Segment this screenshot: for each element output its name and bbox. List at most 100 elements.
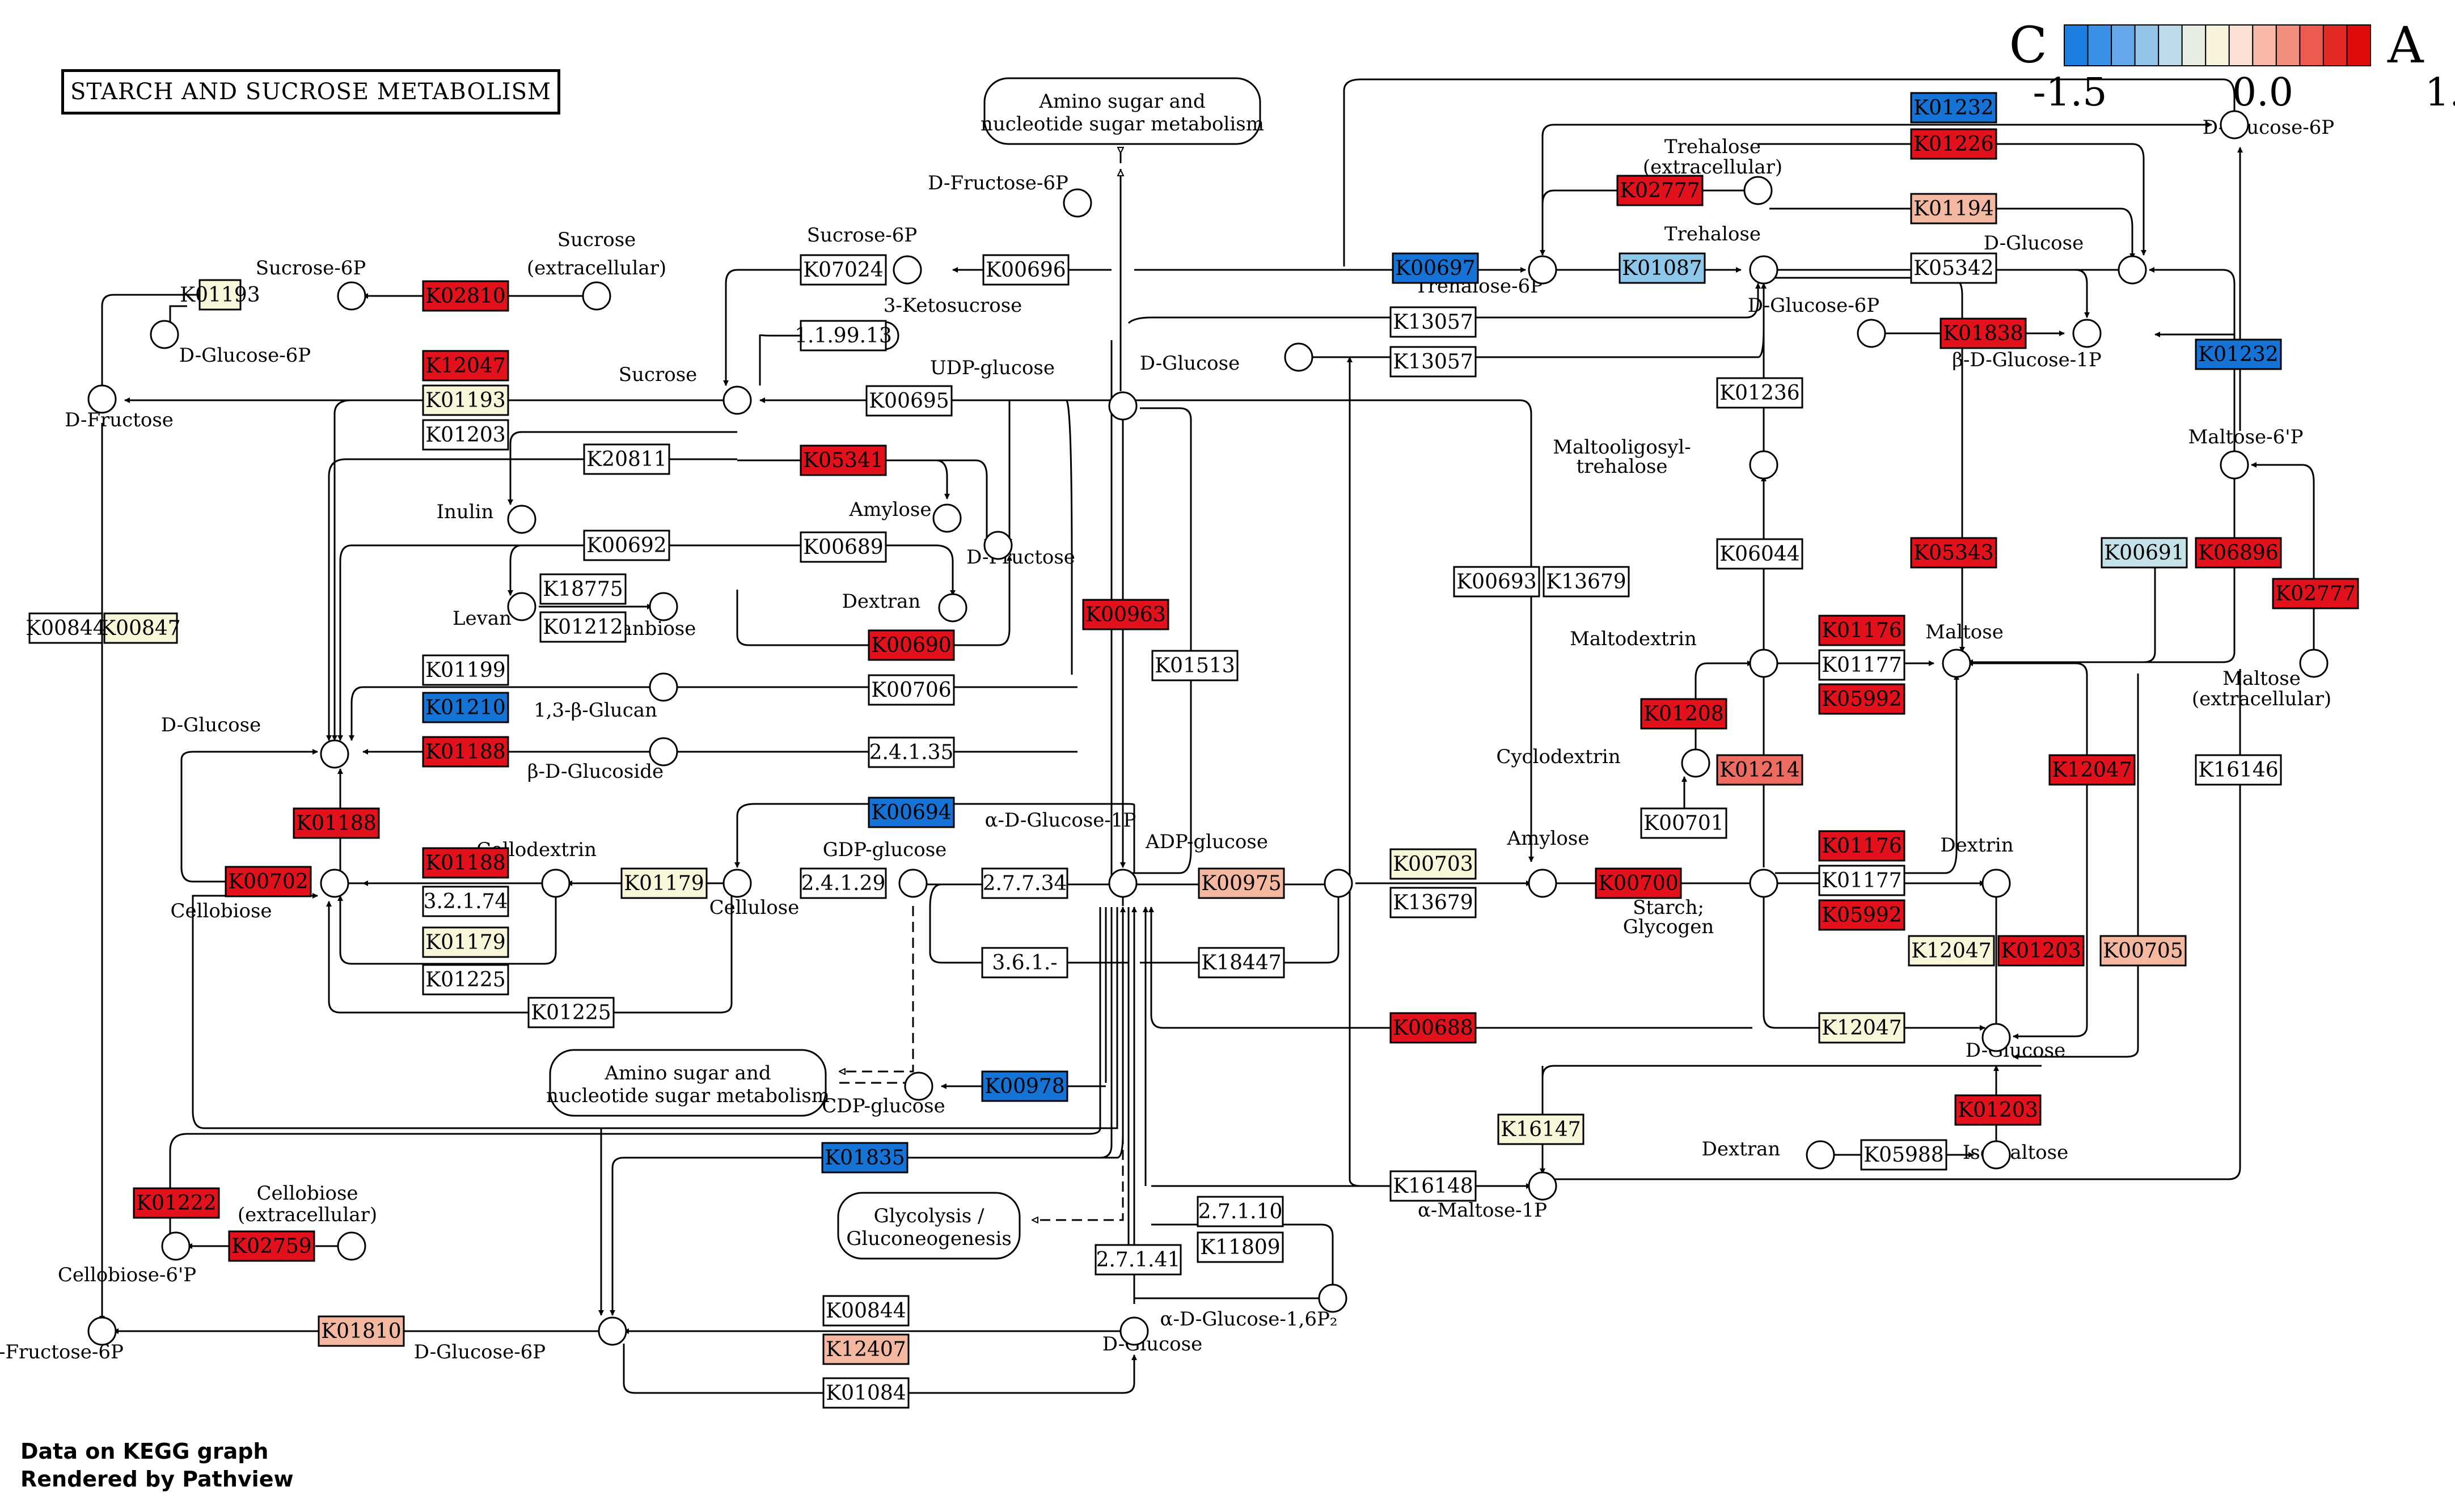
enzyme-box[interactable]: K00689 — [800, 531, 887, 563]
enzyme-box[interactable]: K00692 — [583, 530, 670, 561]
compound-node[interactable] — [649, 592, 678, 621]
enzyme-box[interactable]: K13057 — [1389, 346, 1477, 378]
enzyme-box[interactable]: K01179 — [422, 926, 509, 958]
enzyme-box[interactable]: K07024 — [800, 254, 887, 286]
enzyme-box[interactable]: K01176 — [1818, 830, 1905, 862]
compound-node[interactable] — [87, 384, 117, 414]
enzyme-box[interactable]: K18447 — [1198, 947, 1285, 979]
enzyme-box[interactable]: K01232 — [1910, 92, 1997, 124]
enzyme-box[interactable]: K05992 — [1818, 899, 1905, 931]
enzyme-box[interactable]: K01222 — [133, 1187, 220, 1219]
compound-node[interactable] — [320, 739, 349, 769]
enzyme-box[interactable]: K01214 — [1716, 754, 1803, 786]
enzyme-box[interactable]: K05342 — [1910, 252, 1997, 284]
enzyme-box[interactable]: K16147 — [1497, 1113, 1584, 1145]
compound-node[interactable] — [1528, 869, 1557, 898]
enzyme-box[interactable]: K00688 — [1389, 1012, 1477, 1044]
enzyme-box[interactable]: K00696 — [982, 254, 1070, 286]
enzyme-box[interactable]: K00694 — [868, 797, 955, 828]
compound-node[interactable] — [1681, 748, 1710, 778]
enzyme-box[interactable]: K01208 — [1640, 698, 1727, 730]
enzyme-box[interactable]: K00700 — [1595, 867, 1682, 899]
enzyme-box[interactable]: K05343 — [1910, 537, 1997, 569]
enzyme-box[interactable]: K00691 — [2101, 537, 2188, 569]
compound-node[interactable] — [150, 320, 179, 349]
enzyme-box[interactable]: K01199 — [422, 654, 509, 686]
compound-node[interactable] — [161, 1231, 191, 1261]
enzyme-box[interactable]: 2.7.1.41 — [1095, 1244, 1182, 1276]
compound-node[interactable] — [649, 672, 678, 702]
enzyme-box[interactable]: K13057 — [1389, 306, 1477, 338]
compound-node[interactable] — [1318, 1284, 1347, 1313]
compound-node[interactable] — [87, 1316, 117, 1346]
enzyme-box[interactable]: K00975 — [1198, 867, 1285, 899]
enzyme-box[interactable]: K01177 — [1818, 865, 1905, 896]
enzyme-box[interactable]: K00690 — [868, 629, 955, 661]
enzyme-box[interactable]: K01226 — [1910, 128, 1997, 160]
enzyme-box[interactable]: K12047 — [1818, 1012, 1905, 1044]
compound-node[interactable] — [898, 869, 928, 898]
enzyme-box[interactable]: K02777 — [2272, 578, 2359, 609]
compound-node[interactable] — [598, 1316, 627, 1346]
enzyme-box[interactable]: 3.6.1.- — [981, 947, 1068, 979]
enzyme-box[interactable]: 3.2.1.74 — [422, 886, 509, 917]
compound-node[interactable] — [337, 281, 366, 311]
compound-node[interactable] — [1749, 450, 1778, 480]
enzyme-box[interactable]: K01212 — [539, 611, 627, 643]
enzyme-box[interactable]: K18775 — [539, 573, 627, 605]
compound-node[interactable] — [507, 592, 536, 621]
enzyme-box[interactable]: K01838 — [1940, 317, 2027, 349]
enzyme-box[interactable]: K00693 — [1453, 566, 1540, 598]
enzyme-box[interactable]: K01232 — [2195, 338, 2282, 370]
compound-node[interactable] — [1749, 869, 1778, 898]
compound-node[interactable] — [1324, 869, 1353, 898]
enzyme-box[interactable]: K02777 — [1616, 175, 1704, 206]
enzyme-box[interactable]: K05992 — [1818, 683, 1905, 715]
compound-node[interactable] — [2299, 649, 2329, 678]
compound-node[interactable] — [320, 869, 349, 898]
compound-node[interactable] — [1806, 1140, 1835, 1170]
compound-node[interactable] — [1981, 1023, 2011, 1052]
enzyme-box[interactable]: K01513 — [1151, 650, 1239, 681]
compound-node[interactable] — [582, 281, 611, 311]
map-link[interactable]: Glycolysis /Gluconeogenesis — [837, 1192, 1021, 1260]
enzyme-box[interactable]: K13679 — [1389, 887, 1477, 918]
compound-node[interactable] — [1108, 869, 1138, 898]
compound-node[interactable] — [1528, 255, 1557, 285]
enzyme-box[interactable]: 2.4.1.29 — [800, 867, 887, 899]
enzyme-box[interactable]: K01179 — [620, 867, 708, 899]
enzyme-box[interactable]: 1.1.99.13 — [795, 320, 892, 351]
enzyme-box[interactable]: K06044 — [1716, 538, 1803, 570]
enzyme-box[interactable]: K01225 — [527, 997, 615, 1028]
compound-node[interactable] — [649, 737, 678, 766]
enzyme-box[interactable]: K00703 — [1389, 848, 1477, 880]
enzyme-box[interactable]: K01236 — [1716, 377, 1803, 409]
compound-node[interactable] — [1119, 1316, 1149, 1346]
compound-node[interactable] — [1743, 176, 1773, 205]
compound-node[interactable] — [893, 255, 922, 285]
enzyme-box[interactable]: K01835 — [821, 1142, 909, 1174]
compound-node[interactable] — [983, 531, 1013, 560]
enzyme-box[interactable]: K06896 — [2195, 537, 2282, 569]
enzyme-box[interactable]: K00705 — [2099, 935, 2187, 967]
compound-node[interactable] — [2220, 450, 2249, 480]
compound-node[interactable] — [1942, 649, 1971, 678]
compound-node[interactable] — [722, 869, 752, 898]
enzyme-box[interactable]: K01084 — [822, 1377, 910, 1409]
enzyme-box[interactable]: 2.4.1.35 — [868, 736, 955, 768]
enzyme-box[interactable]: K01176 — [1818, 615, 1905, 646]
compound-node[interactable] — [1063, 188, 1092, 218]
enzyme-box[interactable]: K01193 — [422, 384, 509, 416]
compound-node[interactable] — [1749, 649, 1778, 678]
compound-node[interactable] — [932, 503, 962, 533]
enzyme-box[interactable]: K01810 — [318, 1315, 405, 1347]
enzyme-box[interactable]: K02810 — [422, 280, 509, 312]
compound-node[interactable] — [1981, 1140, 2011, 1170]
enzyme-box[interactable]: K00701 — [1640, 807, 1727, 839]
enzyme-box[interactable]: 2.7.1.10 — [1197, 1196, 1284, 1227]
enzyme-box[interactable]: K00978 — [981, 1070, 1068, 1102]
enzyme-box[interactable]: K01203 — [1997, 935, 2085, 967]
compound-node[interactable] — [1108, 391, 1138, 421]
enzyme-box[interactable]: K00706 — [868, 674, 955, 706]
